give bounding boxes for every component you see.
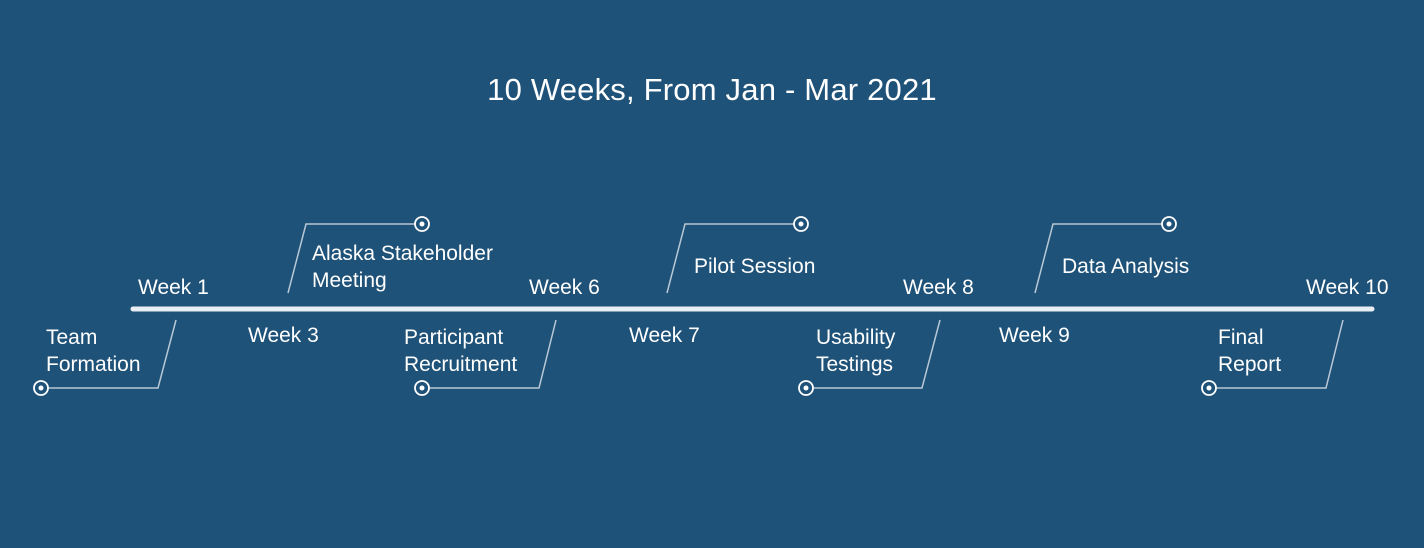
milestone-alaska-stakeholder-line2: Meeting [312,269,387,292]
milestone-final-report-line1: Final [1218,326,1264,349]
milestone-pilot-session: Pilot Session [694,253,815,280]
milestone-connector-alaska-stakeholder [287,216,430,294]
week-label-7: Week 7 [629,324,700,347]
milestone-usability-testings: Usability Testings [816,324,895,378]
milestone-connector-final-report [1201,319,1344,396]
milestone-team-formation: Team Formation [46,324,141,378]
milestone-pilot-session-line1: Pilot Session [694,255,816,278]
milestone-connector-team-formation [33,319,177,396]
week-label-3: Week 3 [248,324,319,347]
milestone-team-formation-line1: Team [46,326,98,349]
milestone-final-report-line2: Report [1218,353,1282,376]
week-label-6: Week 6 [529,276,600,299]
milestone-usability-testings-line2: Testings [816,353,894,376]
milestone-connector-usability-testings [798,319,941,396]
milestone-usability-testings-line1: Usability [816,326,896,349]
milestone-final-report: Final Report [1218,324,1281,378]
milestone-participant-recruitment-line2: Recruitment [404,353,518,376]
milestone-connector-participant-recruitment [414,319,557,396]
milestone-team-formation-line2: Formation [46,353,141,376]
milestone-connector-data-analysis [1034,216,1177,294]
week-label-1: Week 1 [138,276,209,299]
milestone-participant-recruitment-line1: Participant [404,326,504,349]
milestone-connector-pilot-session [666,216,809,294]
milestone-alaska-stakeholder: Alaska Stakeholder Meeting [312,240,493,294]
week-label-10: Week 10 [1306,276,1389,299]
milestone-data-analysis-line1: Data Analysis [1062,255,1190,278]
week-label-8: Week 8 [903,276,974,299]
week-label-9: Week 9 [999,324,1070,347]
milestone-data-analysis: Data Analysis [1062,253,1189,280]
timeline-title: 10 Weeks, From Jan - Mar 2021 [487,72,937,107]
milestone-participant-recruitment: Participant Recruitment [404,324,517,378]
milestone-alaska-stakeholder-line1: Alaska Stakeholder [312,242,493,265]
